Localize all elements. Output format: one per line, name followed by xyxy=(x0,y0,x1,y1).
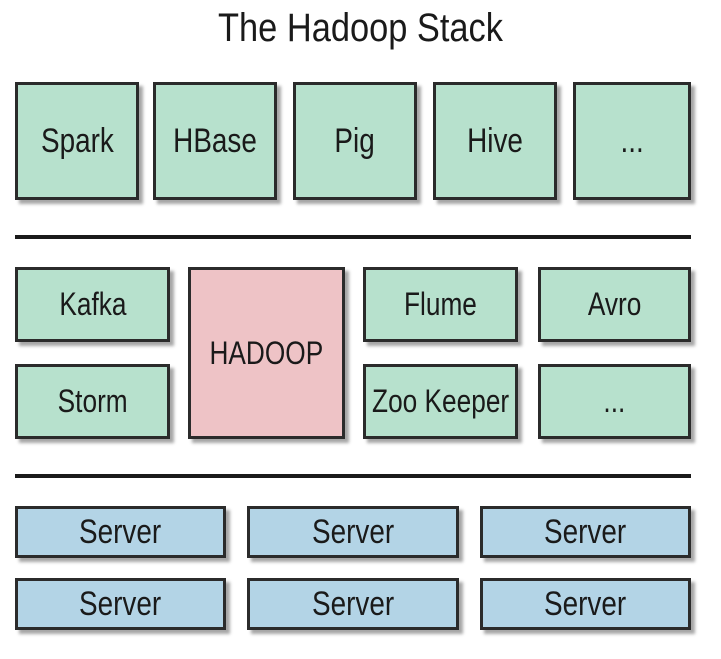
server-box: Server xyxy=(480,578,691,630)
box-hive: Hive xyxy=(433,82,557,200)
box-label: ... xyxy=(620,121,644,160)
box-label: Server xyxy=(544,512,627,551)
server-box: Server xyxy=(247,506,459,558)
box-label: Avro xyxy=(587,286,642,322)
box-label: Server xyxy=(311,584,395,623)
server-box: Server xyxy=(247,578,459,630)
box-label: ... xyxy=(603,383,626,419)
box-label: HBase xyxy=(173,121,257,160)
box-label: Server xyxy=(544,584,627,623)
box-flume: Flume xyxy=(363,267,518,342)
box-more-middle: ... xyxy=(538,364,691,439)
box-label: HADOOP xyxy=(209,334,324,371)
tier-divider-bottom xyxy=(15,474,691,478)
box-label: Kafka xyxy=(58,286,127,322)
box-label: Hive xyxy=(467,121,523,160)
box-spark: Spark xyxy=(15,82,139,200)
box-zookeeper: Zoo Keeper xyxy=(363,364,518,439)
box-label: Spark xyxy=(40,121,114,160)
server-box: Server xyxy=(15,506,226,558)
box-hadoop: HADOOP xyxy=(188,267,345,439)
box-label: Storm xyxy=(57,383,128,419)
box-pig: Pig xyxy=(293,82,417,200)
tier-divider-top xyxy=(15,235,691,239)
server-box: Server xyxy=(480,506,691,558)
box-label: Flume xyxy=(404,286,477,322)
box-label: Server xyxy=(311,512,395,551)
box-kafka: Kafka xyxy=(15,267,170,342)
box-avro: Avro xyxy=(538,267,691,342)
box-label: Server xyxy=(79,512,162,551)
server-box: Server xyxy=(15,578,226,630)
box-hbase: HBase xyxy=(153,82,277,200)
box-storm: Storm xyxy=(15,364,170,439)
box-more-top: ... xyxy=(573,82,691,200)
diagram-title: The Hadoop Stack xyxy=(218,6,503,50)
box-label: Pig xyxy=(334,121,376,160)
box-label: Zoo Keeper xyxy=(371,383,510,419)
box-label: Server xyxy=(79,584,162,623)
